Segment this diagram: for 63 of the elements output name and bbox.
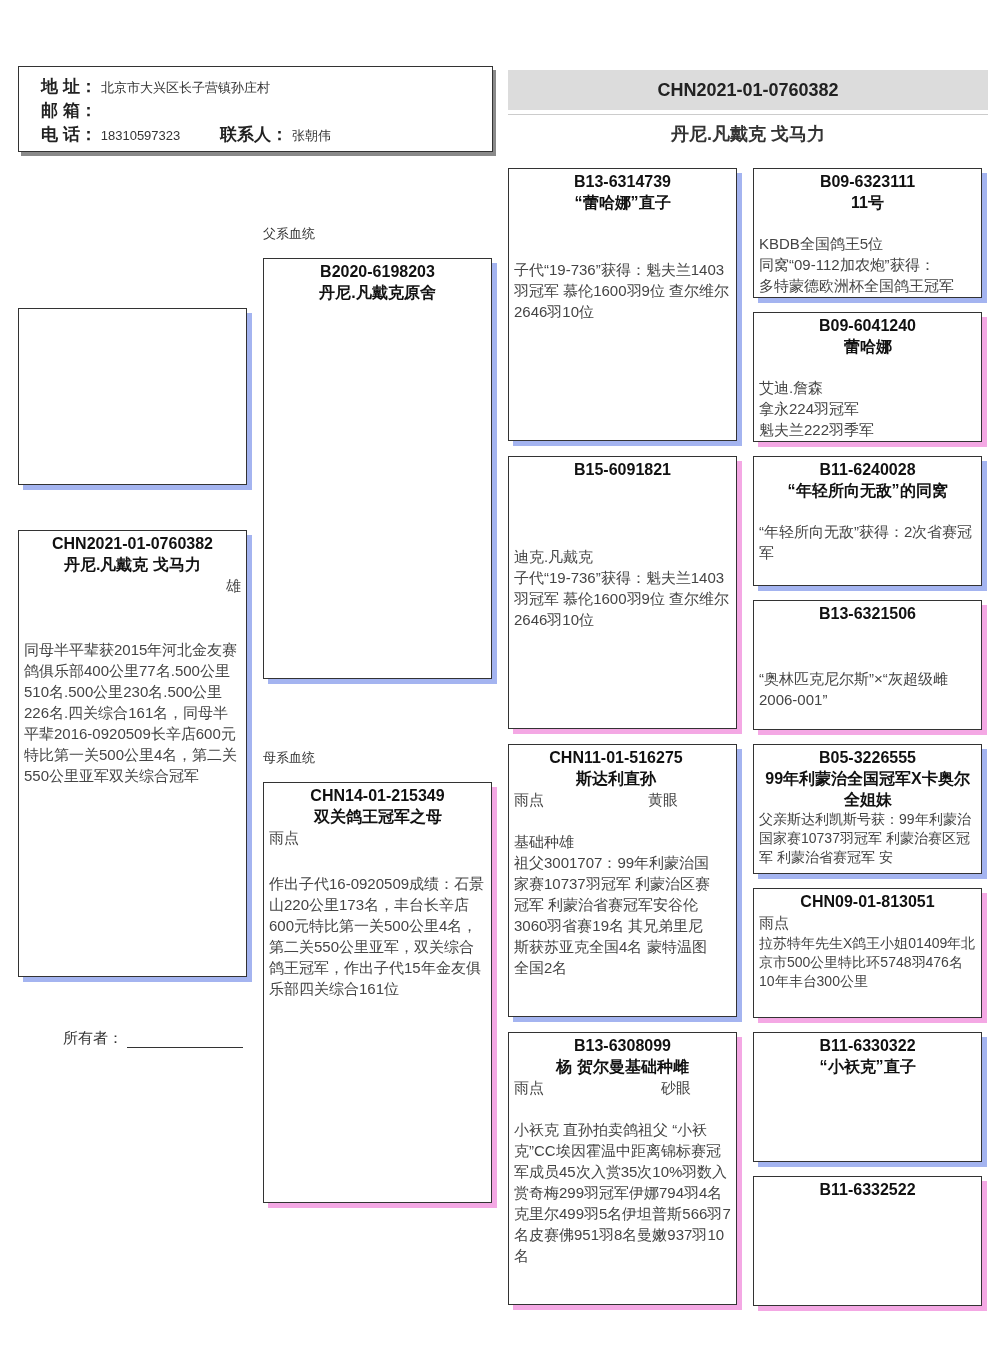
card-text: 子代“19-736”获得：魁夫兰1403羽冠军 慕伦1600羽9位 查尔维尔2646羽10位 — [514, 568, 731, 630]
card-text: 作出子代16-0920509成绩：石景山220公里173名，丰台长辛店600元特比第一关500公里4名，第二关550公里亚军，双关综合鸽王冠军，作出子代15年金友俱乐部四关综合161位 — [269, 874, 486, 999]
card-text: 同母半平辈获2015年河北金友赛鸽俱乐部400公里77名.500公里510名.500公里230名.500公里226名.四关综合161名，同母半平辈2016-0920509长辛店600元特比第一关500公里4名，第二关550公里亚军双关综合冠军 — [24, 640, 239, 786]
card-note: 雄 — [226, 576, 241, 596]
card-note: 雨点 — [269, 828, 299, 848]
card-text: 多特蒙德欧洲杯全国鸽王冠军 — [759, 276, 955, 296]
card-heading: 99年利蒙治全国冠军X卡奥尔全姐妹 — [764, 769, 971, 810]
card-text: “年轻所向无敌”获得：2次省赛冠军 — [759, 522, 974, 563]
field-label: 邮 箱： — [41, 100, 97, 122]
card-text: KBDB全国鸽王5位 — [759, 234, 885, 254]
card-text: “奥林匹克尼尔斯”×“灰超级雌2006-001” — [759, 669, 949, 710]
bird-name: 丹尼.凡戴克 戈马力 — [670, 123, 826, 146]
ring-number-banner: CHN2021-01-0760382 — [508, 70, 988, 110]
card-text: 祖父3001707：99年利蒙治国家赛10737羽冠军 利蒙治区赛冠军 利蒙治省赛冠军安谷伦3060羽省赛19名 其兄弟里尼斯获苏亚克全国4名 蒙特温图全国2名 — [514, 853, 711, 978]
card-heading: B13-6321506 — [818, 604, 917, 624]
card-note: 雨点 — [759, 913, 789, 933]
card-text: 同窝“09-112加农炮”获得： — [759, 255, 936, 275]
card-heading: CHN2021-01-0760382 — [51, 534, 214, 554]
card-heading: B13-6314739 — [573, 172, 672, 192]
card-heading: “蕾哈娜”直子 — [573, 193, 672, 213]
card-text: 艾迪.詹森 — [759, 378, 825, 398]
field-value: 张朝伟 — [292, 127, 332, 145]
card-heading: B11-6240028 — [818, 460, 917, 480]
card-text: 魁夫兰222羽季军 — [759, 420, 876, 440]
card-text: 子代“19-736”获得：魁夫兰1403羽冠军 慕伦1600羽9位 查尔维尔2646羽10位 — [514, 260, 731, 322]
card-note: 雨点 — [514, 790, 544, 810]
card-heading: B13-6308099 — [573, 1036, 672, 1056]
card-heading: B11-6332522 — [818, 1180, 917, 1200]
card-heading: B05-3226555 — [818, 748, 917, 768]
card-heading: B09-6323111 — [818, 172, 917, 192]
card-text: 基础种雄 — [514, 832, 575, 852]
card-text: 父亲斯达利凯斯号获：99年利蒙治国家赛10737羽冠军 利蒙治赛区冠军 利蒙治省赛冠军 安 — [759, 810, 972, 867]
field-value: 18310597323 — [100, 128, 181, 143]
card-text: 拉苏特年先生X鸽王小姐01409年北京市500公里特比环5748羽476名 10年丰台300公里 — [759, 934, 976, 991]
card-text: 拿永224羽冠军 — [759, 399, 861, 419]
card-heading: CHN14-01-215349 — [309, 786, 446, 806]
card-note: 黄眼 — [648, 790, 678, 810]
owner-label: 所有者： — [63, 1029, 124, 1048]
section-label: 父系血统 — [263, 225, 316, 243]
card-heading: 蕾哈娜 — [842, 337, 893, 357]
card-heading: 杨 贺尔曼基础种雌 — [554, 1057, 690, 1077]
card-heading: 斯达利直孙 — [575, 769, 657, 789]
field-label: 联系人： — [220, 124, 289, 146]
card-heading: B11-6330322 — [818, 1036, 917, 1056]
card-heading: “年轻所向无敌”的同窝 — [786, 481, 949, 501]
field-label: 电 话： — [41, 124, 97, 146]
card-heading: B15-6091821 — [573, 460, 672, 480]
card-heading: B09-6041240 — [818, 316, 917, 336]
card-text: 迪克.凡戴克 — [514, 547, 595, 567]
card-heading: “小袄克”直子 — [818, 1057, 917, 1077]
card-heading: 丹尼.凡戴克 戈马力 — [63, 555, 202, 575]
field-label: 地 址： — [41, 76, 97, 98]
section-label: 母系血统 — [263, 749, 316, 767]
card-note: 雨点 — [514, 1078, 544, 1098]
card-heading: CHN11-01-516275 — [548, 748, 684, 768]
card-heading: 11号 — [850, 193, 885, 213]
card-heading: 丹尼.凡戴克原舍 — [318, 283, 437, 303]
card-heading: B2020-6198203 — [319, 262, 436, 282]
card-text: 小袄克 直孙拍卖鸽祖父 “小袄克”CC埃因霍温中距离锦标赛冠军成员45次入赏35次10%羽数入赏奇梅299羽冠军伊娜794羽4名克里尔499羽5名伊坦普斯566羽7名皮赛佛951羽8名曼嫩937羽10名 — [514, 1120, 731, 1266]
card-heading: CHN09-01-813051 — [799, 892, 936, 912]
field-value: 北京市大兴区长子营镇孙庄村 — [100, 79, 270, 97]
card-heading: 双关鸽王冠军之母 — [312, 807, 443, 827]
card-note: 砂眼 — [661, 1078, 691, 1098]
